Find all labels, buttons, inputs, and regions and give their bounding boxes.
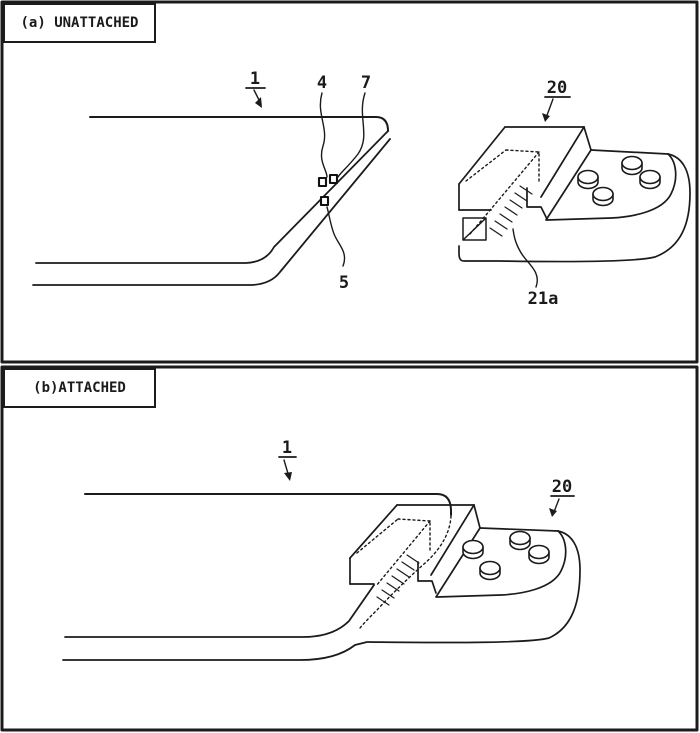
hidden-slot-slant-b — [356, 518, 399, 554]
arrowheads-b — [284, 472, 557, 517]
hatch-stroke — [504, 206, 518, 216]
ref-numeral-attachment-b: 20 — [552, 477, 572, 497]
ref-numeral-device-b: 1 — [282, 438, 292, 458]
attachment-step-a — [583, 126, 592, 151]
hatch-stroke — [396, 568, 410, 578]
arrowhead — [542, 113, 550, 122]
arrow-line-attachment-b — [553, 498, 560, 513]
ref-numeral-pad-21a: 21a — [528, 289, 559, 309]
hatch-stroke — [499, 213, 513, 223]
hatch-stroke — [406, 554, 420, 564]
hatch-stroke — [376, 596, 390, 606]
ref-numeral-terminal-4: 4 — [317, 73, 327, 93]
panel-a-title-box: (a) UNATTACHED — [3, 3, 156, 43]
leader-lines-a — [253, 89, 554, 288]
attachment-front-edge-a — [546, 153, 677, 221]
elastic-pad-hatch-b — [376, 554, 420, 606]
leader-pad-21a — [512, 228, 538, 288]
device-bottom-edge-b — [62, 641, 368, 661]
reference-numerals-b: 1 20 — [278, 438, 575, 497]
device-right-edge-a — [35, 130, 389, 264]
button-stud — [479, 560, 501, 576]
device-right-edge-b — [64, 584, 375, 638]
hidden-lines-b — [356, 515, 452, 629]
leader-terminal-4 — [319, 92, 328, 178]
hidden-slot-diagonal-b — [375, 520, 431, 587]
attachment-slant-b — [349, 504, 398, 559]
hidden-slot-top-b — [397, 518, 431, 522]
panel-b-title-box: (b)ATTACHED — [3, 368, 156, 408]
ref-numeral-terminal-7: 7 — [361, 73, 371, 93]
attachment-wall-top-b — [430, 504, 475, 576]
button-stud — [509, 530, 531, 546]
ref-numeral-device-a: 1 — [250, 69, 260, 89]
hatch-stroke — [391, 575, 405, 585]
terminal-contact — [319, 195, 330, 207]
button-stud — [639, 169, 661, 185]
attachment-deck-edge-b — [479, 527, 559, 532]
attachment-front-edge-b — [436, 530, 567, 598]
attachment-outer-right-a — [458, 153, 691, 263]
hatch-stroke — [381, 589, 395, 599]
hatch-stroke — [514, 192, 528, 202]
panel-b-drawing: 1 20 — [0, 365, 699, 732]
device-terminals-a — [317, 173, 339, 207]
device-top-edge-b — [84, 493, 452, 516]
attachment-b — [349, 504, 581, 644]
arrowheads-a — [255, 97, 550, 122]
attachment-studs-a — [577, 155, 661, 207]
hatch-stroke — [489, 227, 503, 237]
button-stud — [621, 155, 643, 171]
attachment-outer-right-b — [367, 530, 581, 644]
arrowhead — [255, 97, 262, 108]
button-stud — [577, 169, 599, 185]
attachment-step-b — [473, 504, 481, 529]
hatch-stroke — [401, 561, 415, 571]
leader-terminal-5 — [326, 206, 346, 267]
attachment-studs-b — [462, 530, 550, 581]
attachment-slot-corner-a — [526, 187, 548, 220]
device-bottom-edge-a — [32, 138, 391, 286]
attachment-slant-a — [458, 126, 506, 185]
hidden-device-corner-b — [359, 515, 452, 629]
hatch-stroke — [519, 185, 533, 195]
hidden-slot-slant-a — [465, 149, 507, 182]
attachment-wall-bottom-b — [435, 527, 481, 598]
button-stud — [462, 539, 484, 555]
hatch-stroke — [509, 199, 523, 209]
panel-b-border — [0, 365, 699, 732]
panel-a-title: (a) UNATTACHED — [20, 15, 139, 31]
device-top-edge-a — [89, 116, 389, 132]
terminal-contact — [328, 173, 339, 185]
attachment-wall-top-a — [540, 126, 585, 198]
arrow-line-attachment-a — [545, 98, 554, 119]
reference-numerals-a: 1 4 7 5 20 21a — [245, 69, 571, 309]
attachment-hidden-lines-a — [465, 149, 540, 235]
attachment-slot-corner-b — [417, 561, 437, 594]
ref-numeral-attachment-a: 20 — [547, 78, 567, 98]
arrowhead — [284, 472, 292, 481]
arrowhead — [549, 508, 557, 517]
button-stud — [528, 544, 550, 560]
leader-terminal-7 — [337, 92, 366, 178]
button-stud — [592, 186, 614, 202]
panel-a-border — [0, 0, 699, 364]
elastic-pad-hatch-a — [489, 185, 533, 237]
attachment-wall-bottom-a — [545, 149, 592, 221]
attachment-a — [458, 126, 691, 263]
hatch-stroke — [386, 582, 400, 592]
panel-a-drawing: 1 4 7 5 20 21a — [0, 0, 699, 364]
ref-numeral-terminal-5: 5 — [339, 273, 349, 293]
hidden-slot-diagonal-a — [469, 151, 540, 235]
panel-b-title: (b)ATTACHED — [33, 380, 126, 396]
terminal-contact — [317, 176, 328, 188]
hidden-slot-top-a — [505, 149, 540, 153]
hatch-stroke — [494, 220, 508, 230]
attachment-deck-edge-a — [590, 149, 669, 155]
